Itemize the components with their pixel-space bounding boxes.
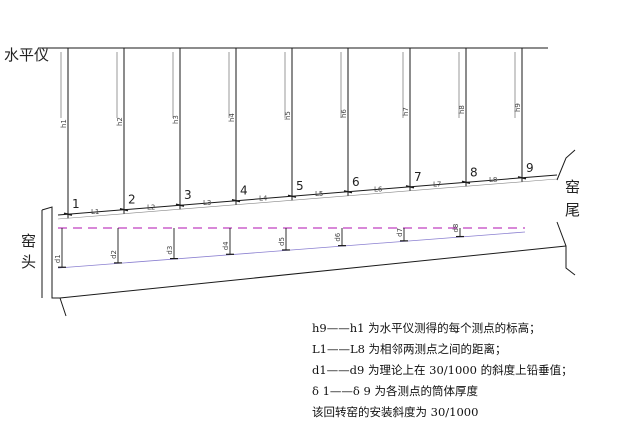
shell-tick-6: [343, 190, 353, 194]
kiln-head-label-2: 头: [21, 253, 36, 271]
level-label: 水平仪: [4, 46, 49, 64]
segment-label-1: L1: [91, 208, 99, 216]
segment-label-6: L6: [374, 185, 383, 193]
point-number-5: 5: [296, 179, 304, 193]
kiln-head-label-1: 窑: [21, 232, 36, 250]
shell-tick-3: [175, 203, 185, 207]
h-label-7: h7: [402, 107, 410, 116]
h-label-1: h1: [60, 119, 68, 128]
point-number-6: 6: [352, 175, 360, 189]
point-number-8: 8: [470, 165, 478, 179]
d-label-7: d7: [396, 228, 404, 237]
segment-label-5: L5: [315, 190, 323, 198]
h-label-5: h5: [284, 111, 292, 120]
d-label-5: d5: [278, 237, 286, 246]
kiln-head-wall: [41, 206, 67, 317]
h-label-4: h4: [228, 113, 236, 122]
d-label-6: d6: [334, 232, 342, 241]
kiln-tail-label-1: 窑: [565, 178, 580, 196]
point-labels: 1 2 3 4 5 6 7 8 9: [72, 161, 534, 211]
kiln-tail-base: [556, 221, 576, 276]
legend-line-delta: δ 1——δ 9 为各测点的筒体厚度: [312, 384, 478, 398]
shell-tick-1: [63, 212, 73, 216]
d-measure-lines: d1 d2 d3 d4 d5 d6 d7 d8: [54, 224, 464, 268]
point-number-1: 1: [72, 197, 80, 211]
h-label-9: h9: [514, 103, 522, 112]
shell-tick-9: [517, 176, 527, 180]
h-label-3: h3: [172, 115, 180, 124]
legend-line-d: d1——d9 为理论上在 30/1000 的斜度上铅垂值；: [312, 363, 573, 377]
d-label-1: d1: [54, 254, 62, 263]
segment-label-7: L7: [433, 181, 441, 189]
shell-tick-8: [461, 180, 471, 184]
d-label-3: d3: [166, 246, 174, 255]
theoretical-slope-line: [57, 231, 526, 269]
segment-label-2: L2: [147, 203, 155, 211]
d-label-4: d4: [222, 241, 230, 250]
point-number-7: 7: [414, 170, 422, 184]
shell-tick-2: [119, 208, 129, 212]
segment-label-8: L8: [489, 176, 497, 184]
point-number-3: 3: [184, 188, 192, 202]
d-label-8: d8: [452, 224, 460, 233]
shell-lower-line: [59, 245, 567, 299]
shell-tick-5: [287, 194, 297, 198]
point-number-4: 4: [240, 184, 248, 198]
kiln-tail-wall: [556, 149, 576, 181]
segment-labels: L1 L2 L3 L4 L5 L6 L7 L8: [91, 176, 497, 216]
h-label-8: h8: [458, 105, 466, 114]
h-label-6: h6: [340, 109, 348, 118]
legend: h9——h1 为水平仪测得的每个测点的标高； L1——L8 为相邻两测点之间的距…: [312, 318, 637, 423]
shell-tick-7: [405, 185, 415, 189]
h-measure-lines: h1 h2 h3 h4 h5 h6 h7 h8 h9: [60, 48, 527, 219]
segment-label-3: L3: [203, 199, 211, 207]
legend-line-l: L1——L8 为相邻两测点之间的距离；: [312, 342, 507, 356]
legend-line-slope: 该回转窑的安装斜度为 30/1000: [312, 405, 479, 419]
point-number-9: 9: [526, 161, 534, 175]
shell-tick-4: [231, 199, 241, 203]
shell-upper-line: [57, 174, 558, 216]
h-label-2: h2: [116, 117, 124, 126]
kiln-tail-label-2: 尾: [565, 201, 580, 219]
legend-line-h: h9——h1 为水平仪测得的每个测点的标高；: [312, 321, 541, 335]
shell-upper-line-inner: [57, 178, 558, 220]
segment-label-4: L4: [259, 194, 268, 202]
d-label-2: d2: [110, 250, 118, 259]
point-number-2: 2: [128, 193, 136, 207]
